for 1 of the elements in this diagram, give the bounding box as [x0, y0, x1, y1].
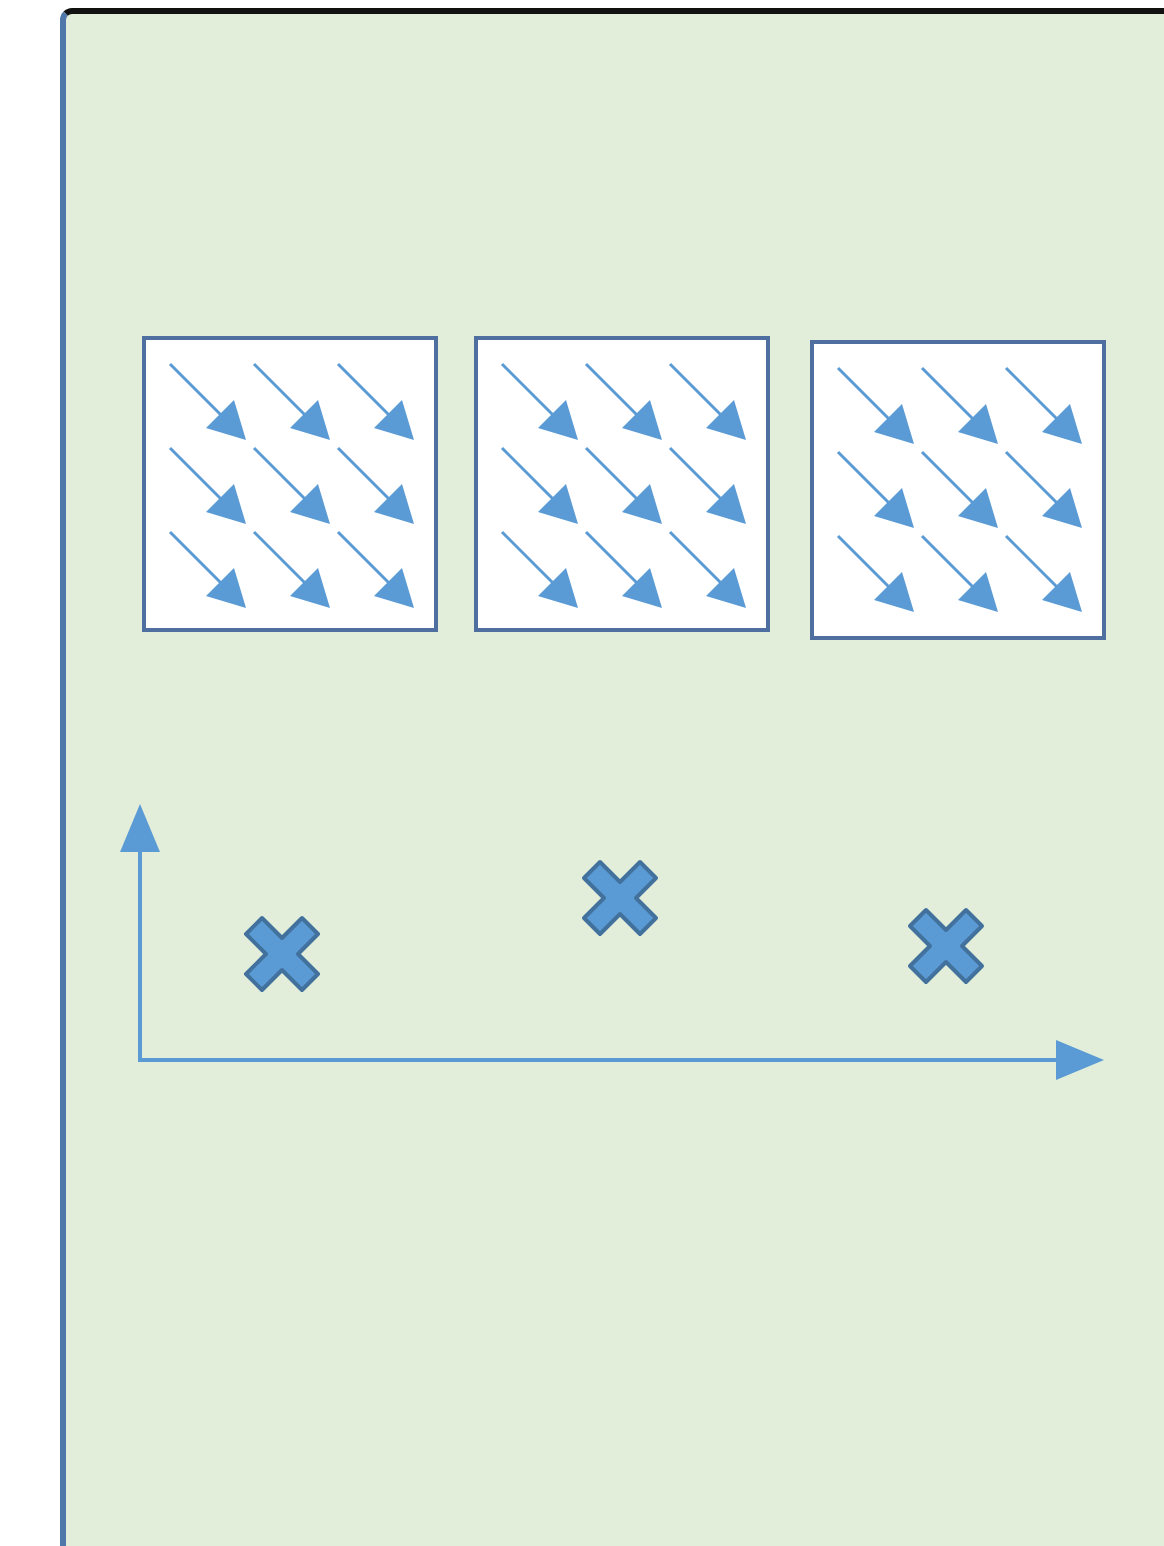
background-panel — [60, 8, 1164, 1546]
